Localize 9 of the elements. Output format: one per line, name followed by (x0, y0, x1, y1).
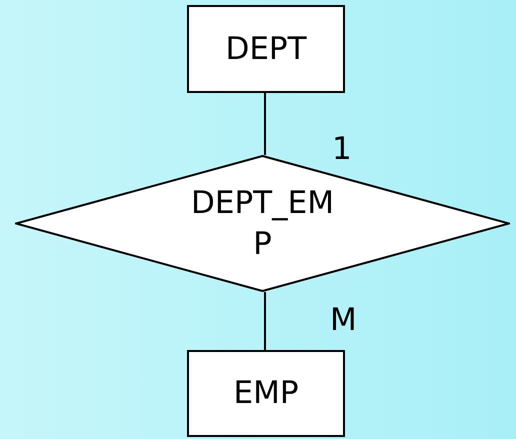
cardinality-label: M (330, 305, 357, 336)
connector-line (264, 93, 266, 155)
entity-name: EMP (233, 374, 299, 414)
cardinality-label: 1 (332, 134, 352, 165)
connector-line (264, 292, 266, 350)
entity-box (187, 5, 345, 93)
entity-name: DEPT (225, 30, 307, 69)
entity-box (187, 350, 345, 437)
relationship-name: DEPT_EMP (190, 184, 335, 264)
